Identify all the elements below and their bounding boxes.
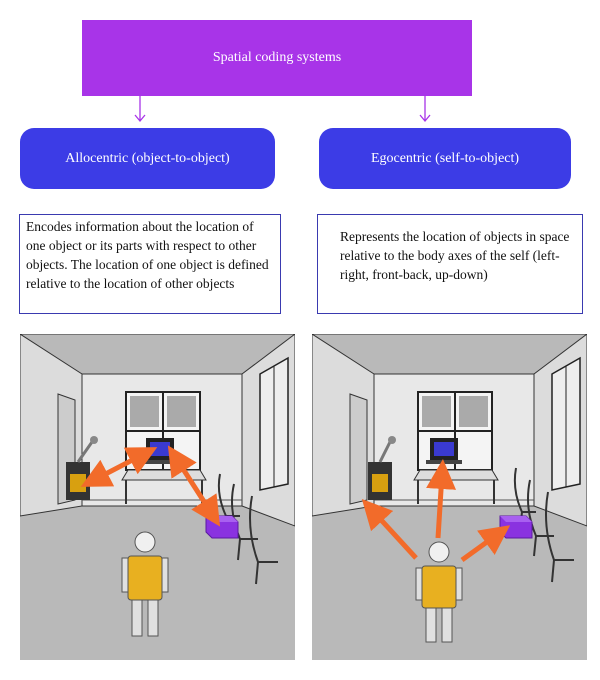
- robot: [368, 436, 396, 500]
- title-box: Spatial coding systems: [82, 20, 472, 96]
- arrow-self-box: [460, 525, 511, 563]
- laptop: [142, 438, 178, 464]
- allocentric-description-box: Encodes information about the location o…: [19, 214, 281, 314]
- purple-box: [205, 515, 239, 539]
- laptop: [426, 438, 462, 464]
- arrow-self-robot: [361, 498, 418, 560]
- egocentric-box: Egocentric (self-to-object): [319, 128, 571, 189]
- purple-box: [499, 515, 533, 539]
- arrow-laptop-box: [167, 445, 221, 527]
- egocentric-description-box: Represents the location of objects in sp…: [317, 214, 583, 314]
- allocentric-box: Allocentric (object-to-object): [20, 128, 275, 189]
- egocentric-label: Egocentric (self-to-object): [370, 150, 520, 166]
- right-window: [259, 356, 289, 491]
- allocentric-description: Encodes information about the location o…: [26, 219, 269, 291]
- allocentric-room-scene: [20, 334, 295, 660]
- arrow-laptop-robot: [80, 447, 158, 487]
- title-text: Spatial coding systems: [212, 50, 342, 65]
- chairs: [513, 467, 574, 583]
- arrow-self-laptop: [426, 459, 457, 539]
- egocentric-room-scene: [312, 334, 587, 660]
- human-figure: [415, 541, 463, 643]
- right-window: [551, 356, 581, 491]
- allocentric-label: Allocentric (object-to-object): [65, 150, 230, 166]
- left-door: [349, 393, 368, 505]
- human-figure: [121, 531, 169, 637]
- connector-right-head: [419, 114, 431, 123]
- egocentric-description: Represents the location of objects in sp…: [340, 229, 570, 282]
- connector-left-head: [134, 114, 146, 123]
- window: [125, 391, 201, 471]
